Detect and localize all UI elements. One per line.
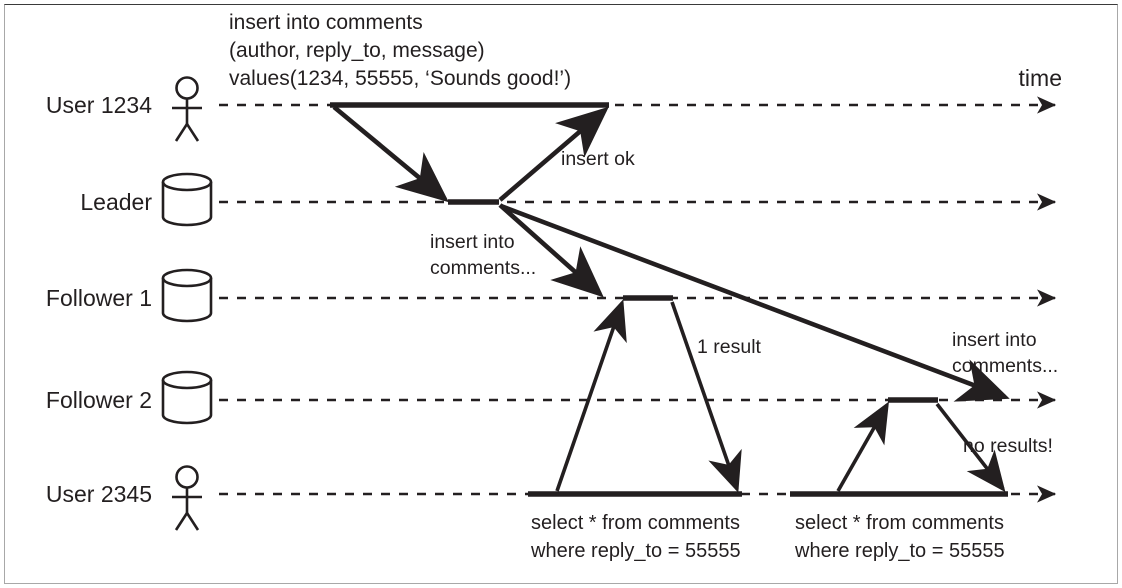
lane-label-user2345: User 2345 [46,481,152,507]
replicate-follower1-line2: comments... [430,257,536,279]
message-arrow-query2-response [935,402,1006,493]
annotation-one-result: 1 result [697,336,762,358]
lane-label-follower1: Follower 1 [46,285,152,311]
lane-leader: Leader [80,172,1057,227]
query-first-line2: where reply_to = 55555 [530,540,741,562]
message-arrow-query1-request [555,299,627,492]
replicate-follower2-line2: comments... [952,355,1058,377]
message-arrow-replicate-follower2 [500,203,1010,402]
query-first-line1: select * from comments [531,512,740,534]
insert-statement-line1: insert into comments [229,11,423,34]
lane-user2345: User 2345 [46,465,1057,531]
annotation-query-second: select * from comments where reply_to = … [794,512,1005,562]
message-arrow-query2-request [836,401,889,492]
time-axis-label: time [1019,65,1062,91]
database-cylinder-icon [161,370,213,425]
annotation-replicate-follower1: insert into comments... [430,231,536,279]
message-arrow-insert-ok [498,106,609,202]
replicate-follower1-line1: insert into [430,231,515,253]
lane-follower1: Follower 1 [46,268,1057,323]
message-arrow-insert-request [332,105,449,203]
annotation-replicate-follower2: insert into comments... [952,329,1058,377]
annotation-no-results: no results! [963,435,1053,457]
annotation-insert-ok: insert ok [561,148,635,170]
query-second-line1: select * from comments [795,512,1004,534]
query-second-line2: where reply_to = 55555 [794,540,1005,562]
insert-statement-line3: values(1234, 55555, ‘Sounds good!’) [229,67,571,90]
message-arrow-query1-response [670,301,742,493]
actor-stick-figure-icon [172,76,202,142]
lane-user1234: User 1234 [46,76,1057,142]
replicate-follower2-line1: insert into [952,329,1037,351]
actor-stick-figure-icon [172,465,202,531]
annotation-query-first: select * from comments where reply_to = … [530,512,741,562]
lane-follower2: Follower 2 [46,370,1057,425]
annotation-insert-statement: insert into comments (author, reply_to, … [229,11,571,90]
insert-statement-line2: (author, reply_to, message) [229,39,485,62]
lane-label-follower2: Follower 2 [46,387,152,413]
database-cylinder-icon [161,268,213,323]
lane-label-leader: Leader [80,189,152,215]
database-cylinder-icon [161,172,213,227]
lane-label-user1234: User 1234 [46,92,152,118]
message-arrow-replicate-follower1 [498,203,604,298]
